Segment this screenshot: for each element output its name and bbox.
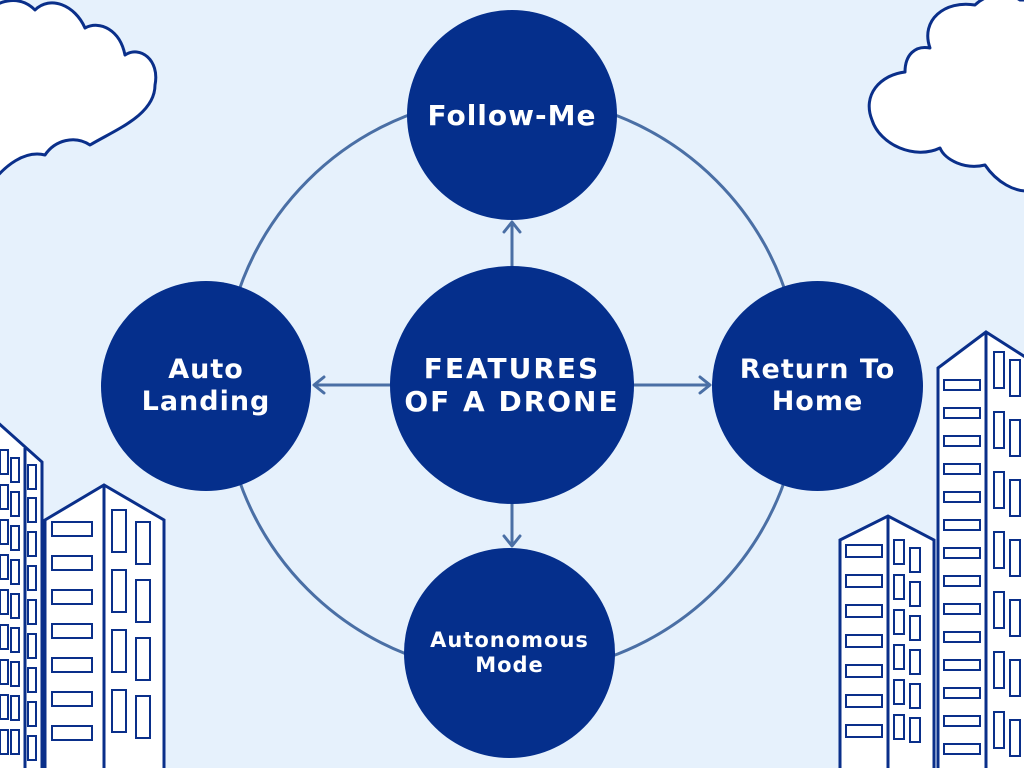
arrow-icon-down — [502, 500, 522, 548]
feature-node-return-to-home: Return To Home — [712, 281, 923, 491]
feature-label-line-1: Return To — [739, 354, 896, 385]
feature-label-line-2: Mode — [475, 653, 544, 677]
building-icon-left-short — [43, 483, 166, 768]
center-title-line-2: OF A DRONE — [404, 385, 620, 418]
cloud-icon-left — [0, 0, 158, 176]
center-node: FEATURES OF A DRONE — [390, 266, 634, 504]
arrow-icon-up — [502, 220, 522, 270]
feature-label-line-2: Home — [771, 386, 864, 417]
feature-node-follow-me: Follow-Me — [407, 10, 617, 220]
feature-node-auto-landing: Auto Landing — [101, 281, 311, 491]
feature-label-line-1: Auto — [168, 354, 244, 385]
feature-label-line-2: Landing — [141, 386, 271, 417]
feature-label-line-1: Autonomous — [430, 628, 589, 652]
arrow-icon-left — [312, 375, 394, 395]
feature-label: Follow-Me — [427, 98, 597, 132]
arrow-icon-right — [630, 375, 712, 395]
building-icon-right-short — [838, 514, 936, 768]
building-icon-right-tall — [936, 330, 1024, 768]
feature-node-autonomous-mode: Autonomous Mode — [404, 548, 615, 758]
building-icon-left-tall — [0, 422, 44, 768]
cloud-icon-right — [867, 0, 1024, 193]
center-title-line-1: FEATURES — [423, 352, 601, 385]
